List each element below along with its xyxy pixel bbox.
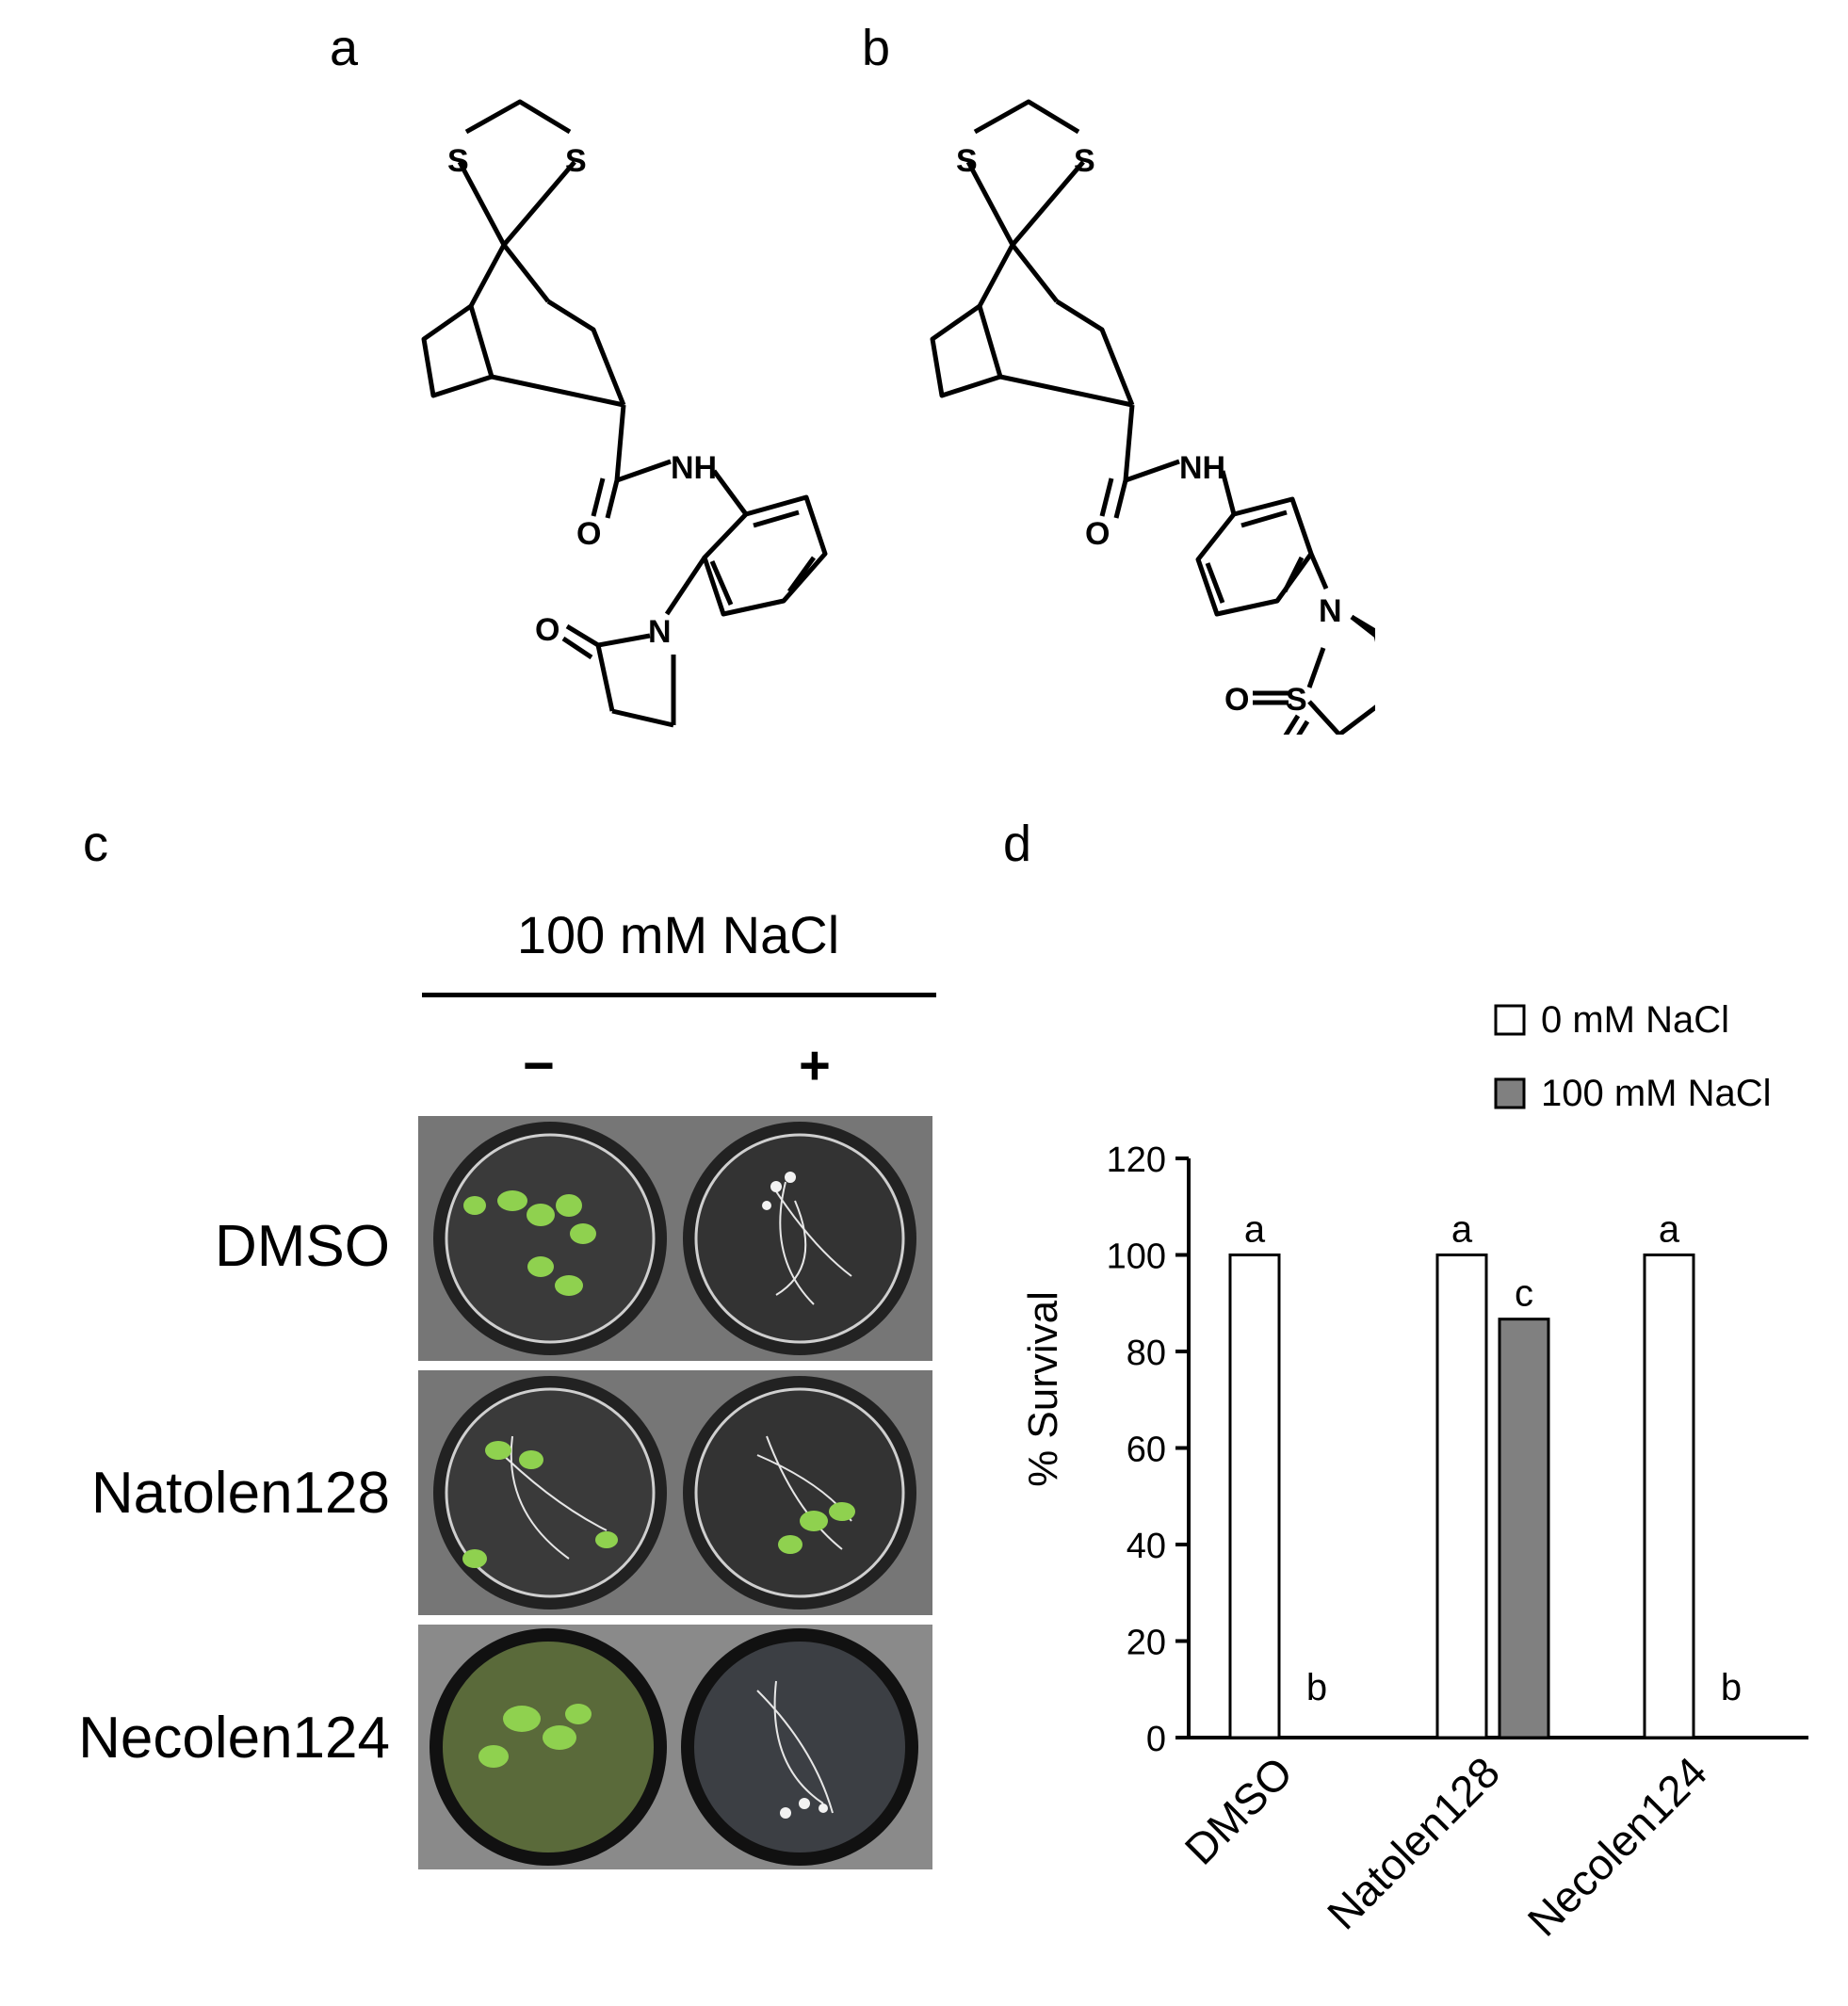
panel-letter-c: c <box>83 816 108 872</box>
chemical-structure-b: S S NH O N S O O <box>930 99 1375 735</box>
bar <box>1643 1254 1695 1739</box>
y-tick-label: 80 <box>1127 1334 1166 1373</box>
legend-label: 0 mM NaCl <box>1541 999 1729 1041</box>
y-tick-label: 40 <box>1127 1527 1166 1566</box>
atom-label: O <box>1224 682 1249 718</box>
panel-letter-b: b <box>862 20 891 76</box>
y-tick-label: 20 <box>1127 1624 1166 1663</box>
legend-swatch <box>1494 1004 1526 1036</box>
legend-swatch <box>1494 1077 1526 1109</box>
atom-label: S <box>956 143 978 179</box>
atom-label: O <box>576 516 601 552</box>
significance-label: b <box>1721 1667 1742 1708</box>
atom-label: O <box>1255 733 1279 735</box>
minus-label: − <box>523 1035 555 1096</box>
x-category-label: Necolen124 <box>1518 1747 1716 1945</box>
row-label-natolen128: Natolen128 <box>90 1461 390 1526</box>
y-tick-label: 100 <box>1107 1238 1166 1277</box>
significance-label: a <box>1659 1209 1680 1251</box>
significance-label: a <box>1244 1209 1266 1251</box>
y-tick-label: 120 <box>1107 1141 1166 1180</box>
significance-label: b <box>1306 1667 1327 1708</box>
atom-label: S <box>1286 682 1307 718</box>
row-label-dmso: DMSO <box>215 1214 390 1279</box>
bar <box>1228 1254 1281 1739</box>
significance-label: c <box>1515 1273 1533 1315</box>
x-category-label: Natolen128 <box>1318 1747 1509 1938</box>
y-axis-label: % Survival <box>1020 1291 1066 1487</box>
atom-label: O <box>535 612 559 648</box>
atom-label: S <box>565 143 587 179</box>
chemical-structure-a: S S NH O O N <box>421 99 828 728</box>
atom-label: N <box>648 614 672 650</box>
atom-label: S <box>1074 143 1095 179</box>
plate-photo-necolen124 <box>418 1625 932 1869</box>
x-category-label: DMSO <box>1175 1747 1302 1873</box>
panel-letter-a: a <box>330 20 359 76</box>
y-tick-label: 0 <box>1146 1720 1166 1759</box>
nacl-header: 100 mM NaCl <box>516 905 840 964</box>
plate-photo-natolen128 <box>418 1370 932 1615</box>
bar <box>1498 1318 1550 1739</box>
significance-label: a <box>1451 1209 1473 1251</box>
atom-label: NH <box>1179 450 1225 486</box>
legend-label: 100 mM NaCl <box>1541 1073 1772 1114</box>
atom-label: S <box>447 143 469 179</box>
atom-label: O <box>1085 516 1110 552</box>
plus-label: + <box>799 1035 831 1096</box>
panel-letter-d: d <box>1003 816 1032 872</box>
atom-label: NH <box>671 450 717 486</box>
y-tick-label: 60 <box>1127 1431 1166 1470</box>
plate-photo-dmso <box>418 1116 932 1361</box>
atom-label: N <box>1319 593 1342 629</box>
bar <box>1435 1254 1488 1739</box>
row-label-necolen124: Necolen124 <box>78 1706 390 1771</box>
header-rule <box>422 993 936 997</box>
